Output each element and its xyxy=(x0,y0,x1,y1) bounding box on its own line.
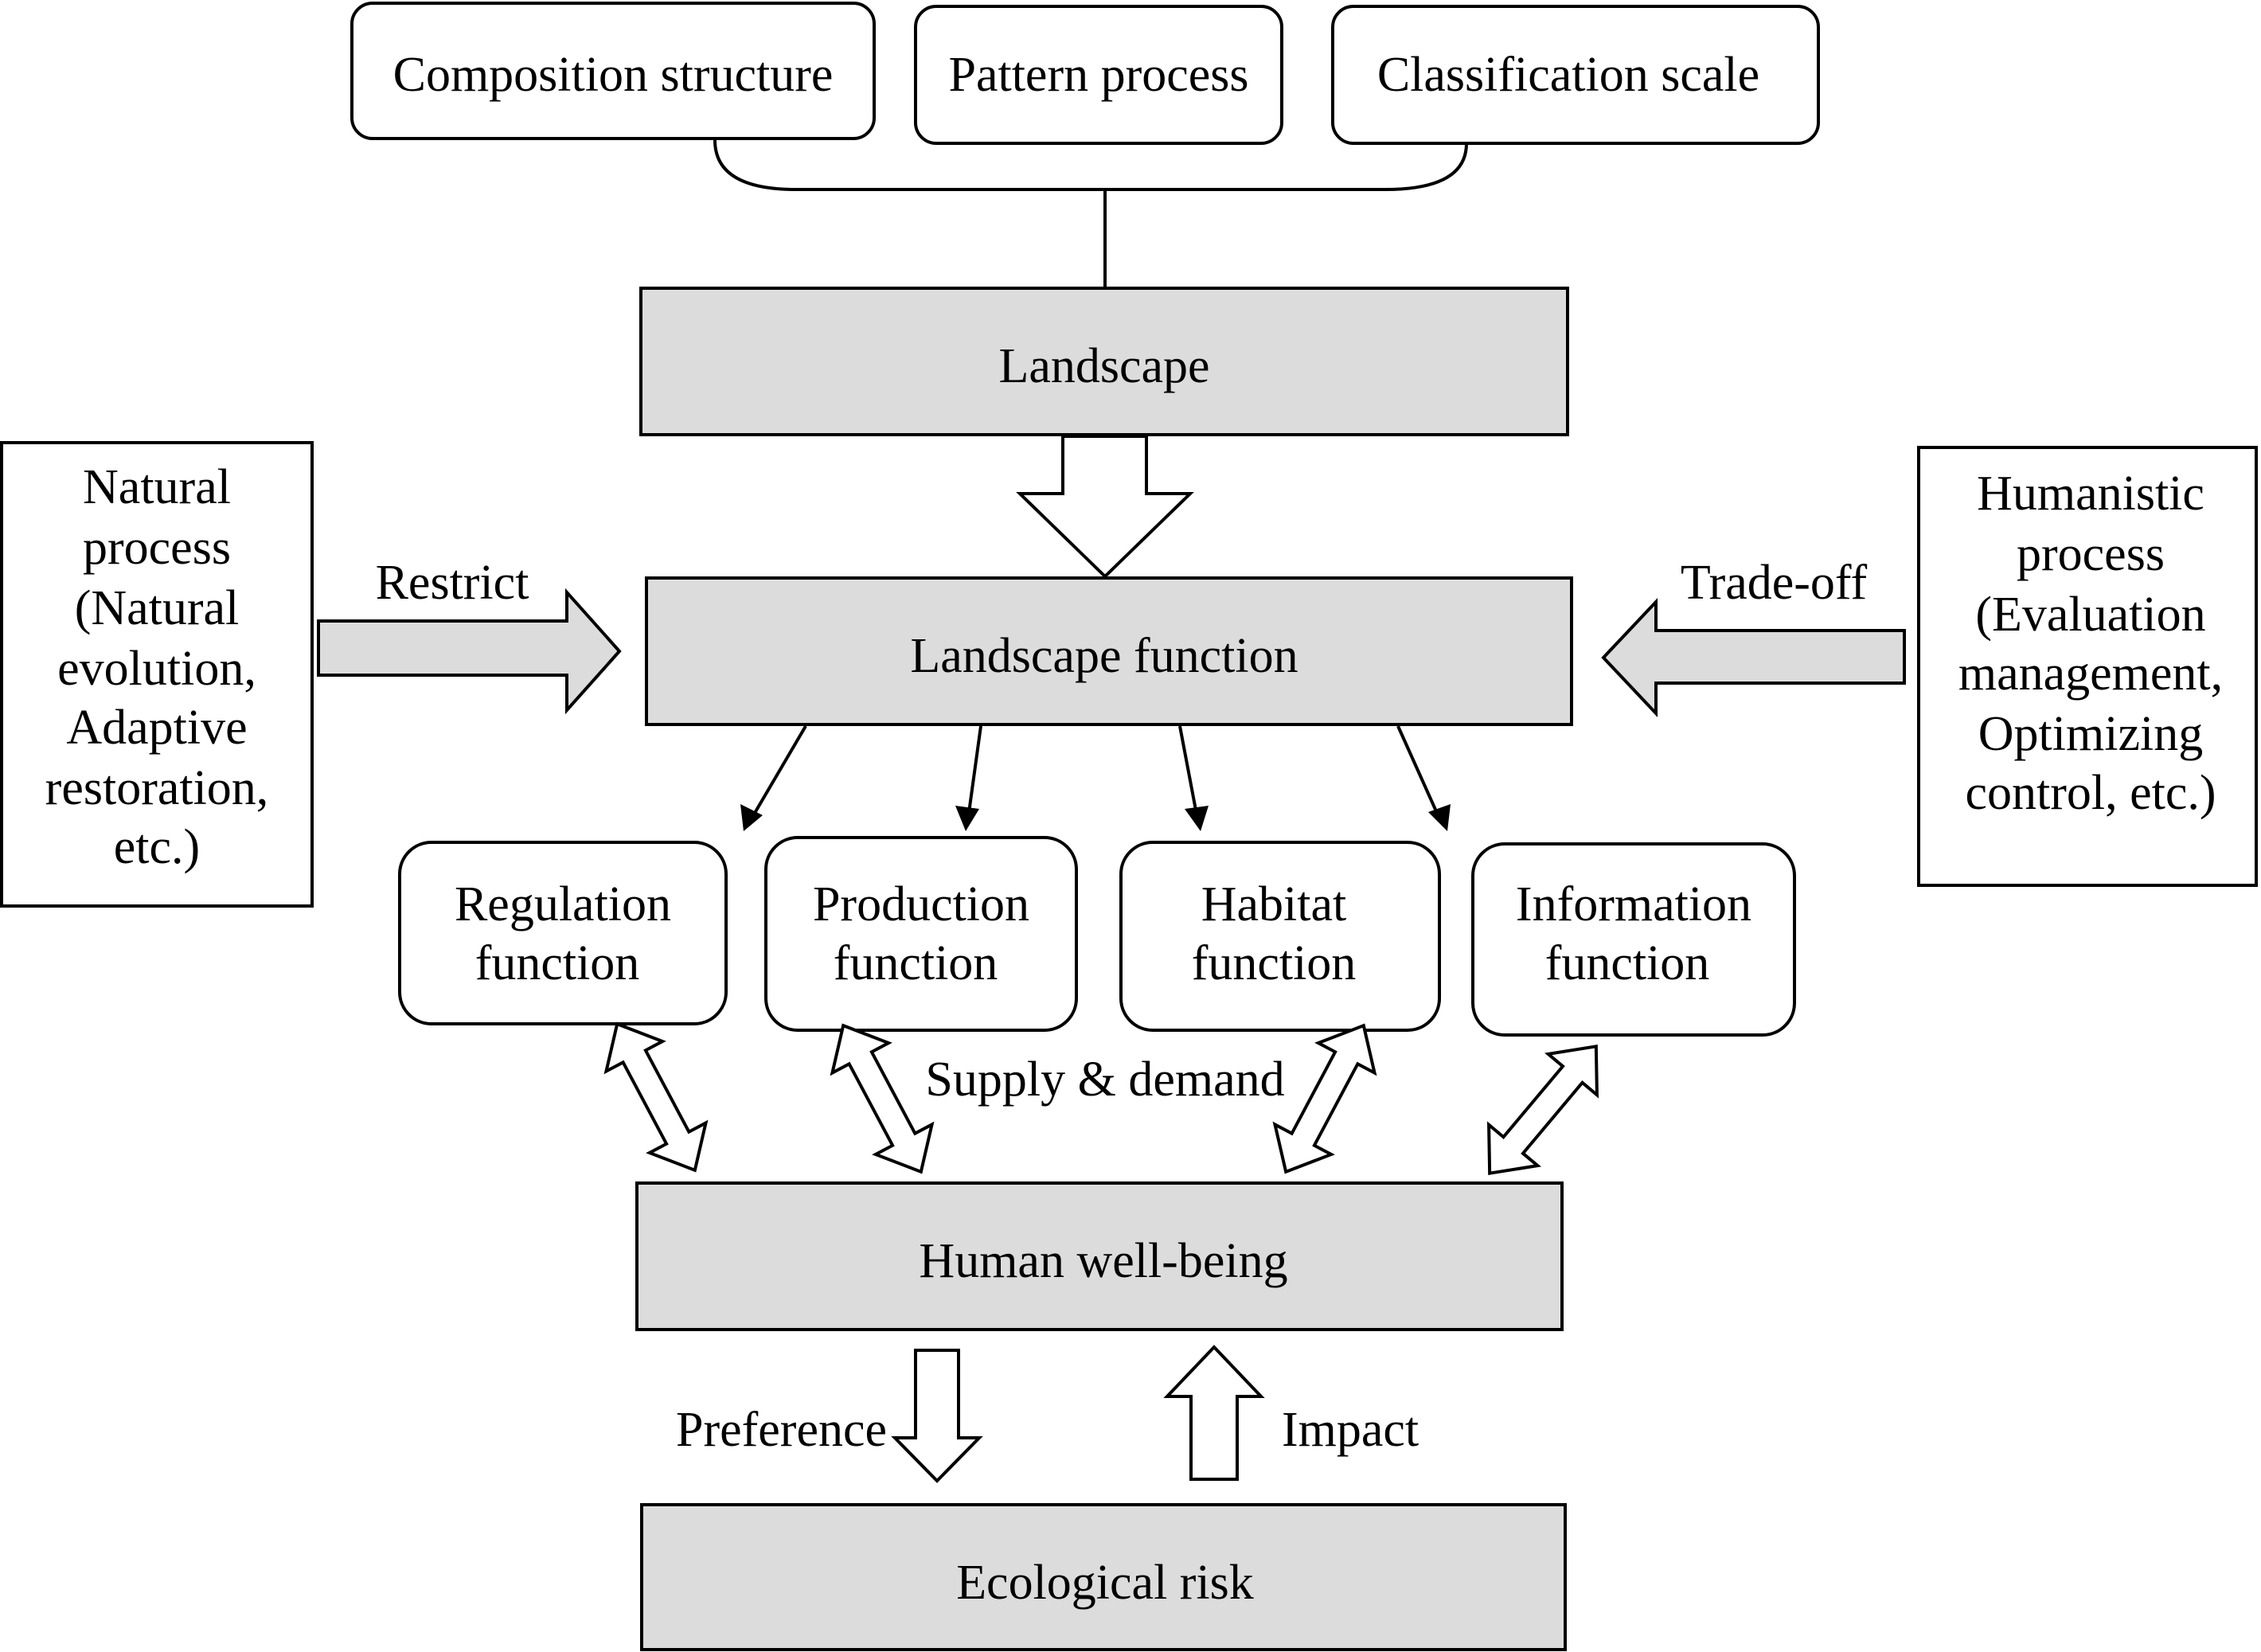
double-arrow xyxy=(603,1021,709,1173)
top-box-pattern-process: Pattern process xyxy=(914,5,1283,145)
function-label: function xyxy=(834,936,998,990)
landscape-function-box: Landscape function xyxy=(645,576,1573,726)
top-box-label: Pattern process xyxy=(948,48,1248,102)
down-arrow-landscape xyxy=(1016,435,1194,579)
thin-arrow xyxy=(740,724,807,831)
function-label: Production xyxy=(813,877,1029,931)
preference-label: Preference xyxy=(676,1403,887,1457)
function-label: Information xyxy=(1516,877,1751,931)
humanistic-process-line: control, etc.) xyxy=(1965,766,2216,820)
ecological-risk-box: Ecological risk xyxy=(640,1503,1567,1651)
natural-process-line: Natural xyxy=(83,460,231,514)
humanistic-process-line: management, xyxy=(1958,646,2223,701)
function-label: function xyxy=(1192,936,1357,990)
landscape-box: Landscape xyxy=(639,287,1569,436)
top-box-composition-structure: Composition structure xyxy=(350,2,876,140)
thin-arrow xyxy=(1178,725,1209,831)
natural-process-line: evolution, xyxy=(57,642,256,696)
impact-label: Impact xyxy=(1282,1403,1419,1457)
function-label: function xyxy=(1545,936,1710,990)
human-wellbeing-box: Human well-being xyxy=(635,1181,1564,1331)
humanistic-process-line: process xyxy=(2017,527,2165,581)
function-label: Habitat xyxy=(1201,877,1347,931)
impact-arrow xyxy=(1163,1345,1265,1481)
top-box-label: Classification scale xyxy=(1377,48,1759,102)
natural-process-line: etc.) xyxy=(114,820,200,874)
humanistic-process-line: Humanistic xyxy=(1977,467,2204,521)
landscape-function-label: Landscape function xyxy=(910,629,1298,683)
humanistic-process-line: (Evaluation xyxy=(1975,588,2205,642)
landscape-label: Landscape xyxy=(998,339,1209,393)
double-arrow xyxy=(830,1023,935,1174)
tradeoff-label: Trade-off xyxy=(1681,556,1868,610)
restrict-label: Restrict xyxy=(376,556,529,610)
thin-arrow xyxy=(1396,725,1451,831)
humanistic-process-box: Humanistic process (Evaluation managemen… xyxy=(1917,446,2258,887)
information-function-box: Information function xyxy=(1471,842,1796,1037)
natural-process-box: Natural process (Natural evolution, Adap… xyxy=(0,441,314,908)
restrict-arrow xyxy=(317,588,622,715)
regulation-function-box: Regulation function xyxy=(398,841,728,1025)
bracket-connector xyxy=(713,139,1468,191)
habitat-function-box: Habitat function xyxy=(1119,841,1441,1032)
double-arrow xyxy=(1486,1044,1599,1176)
top-box-label: Composition structure xyxy=(393,48,834,102)
natural-process-line: (Natural xyxy=(75,581,240,635)
human-wellbeing-label: Human well-being xyxy=(919,1234,1287,1288)
function-label: Regulation xyxy=(455,877,671,931)
natural-process-line: Adaptive xyxy=(66,701,247,755)
supply-demand-label: Supply & demand xyxy=(925,1053,1284,1107)
preference-arrow xyxy=(891,1349,983,1483)
ecological-risk-label: Ecological risk xyxy=(956,1556,1254,1610)
natural-process-line: restoration, xyxy=(45,761,269,815)
function-label: function xyxy=(475,936,640,990)
humanistic-process-line: Optimizing xyxy=(1978,707,2203,761)
top-box-classification-scale: Classification scale xyxy=(1331,5,1820,145)
natural-process-line: process xyxy=(83,521,231,575)
tradeoff-arrow xyxy=(1601,597,1906,718)
production-function-box: Production function xyxy=(764,836,1078,1032)
double-arrow xyxy=(1272,1023,1377,1174)
thin-arrow xyxy=(955,725,982,831)
